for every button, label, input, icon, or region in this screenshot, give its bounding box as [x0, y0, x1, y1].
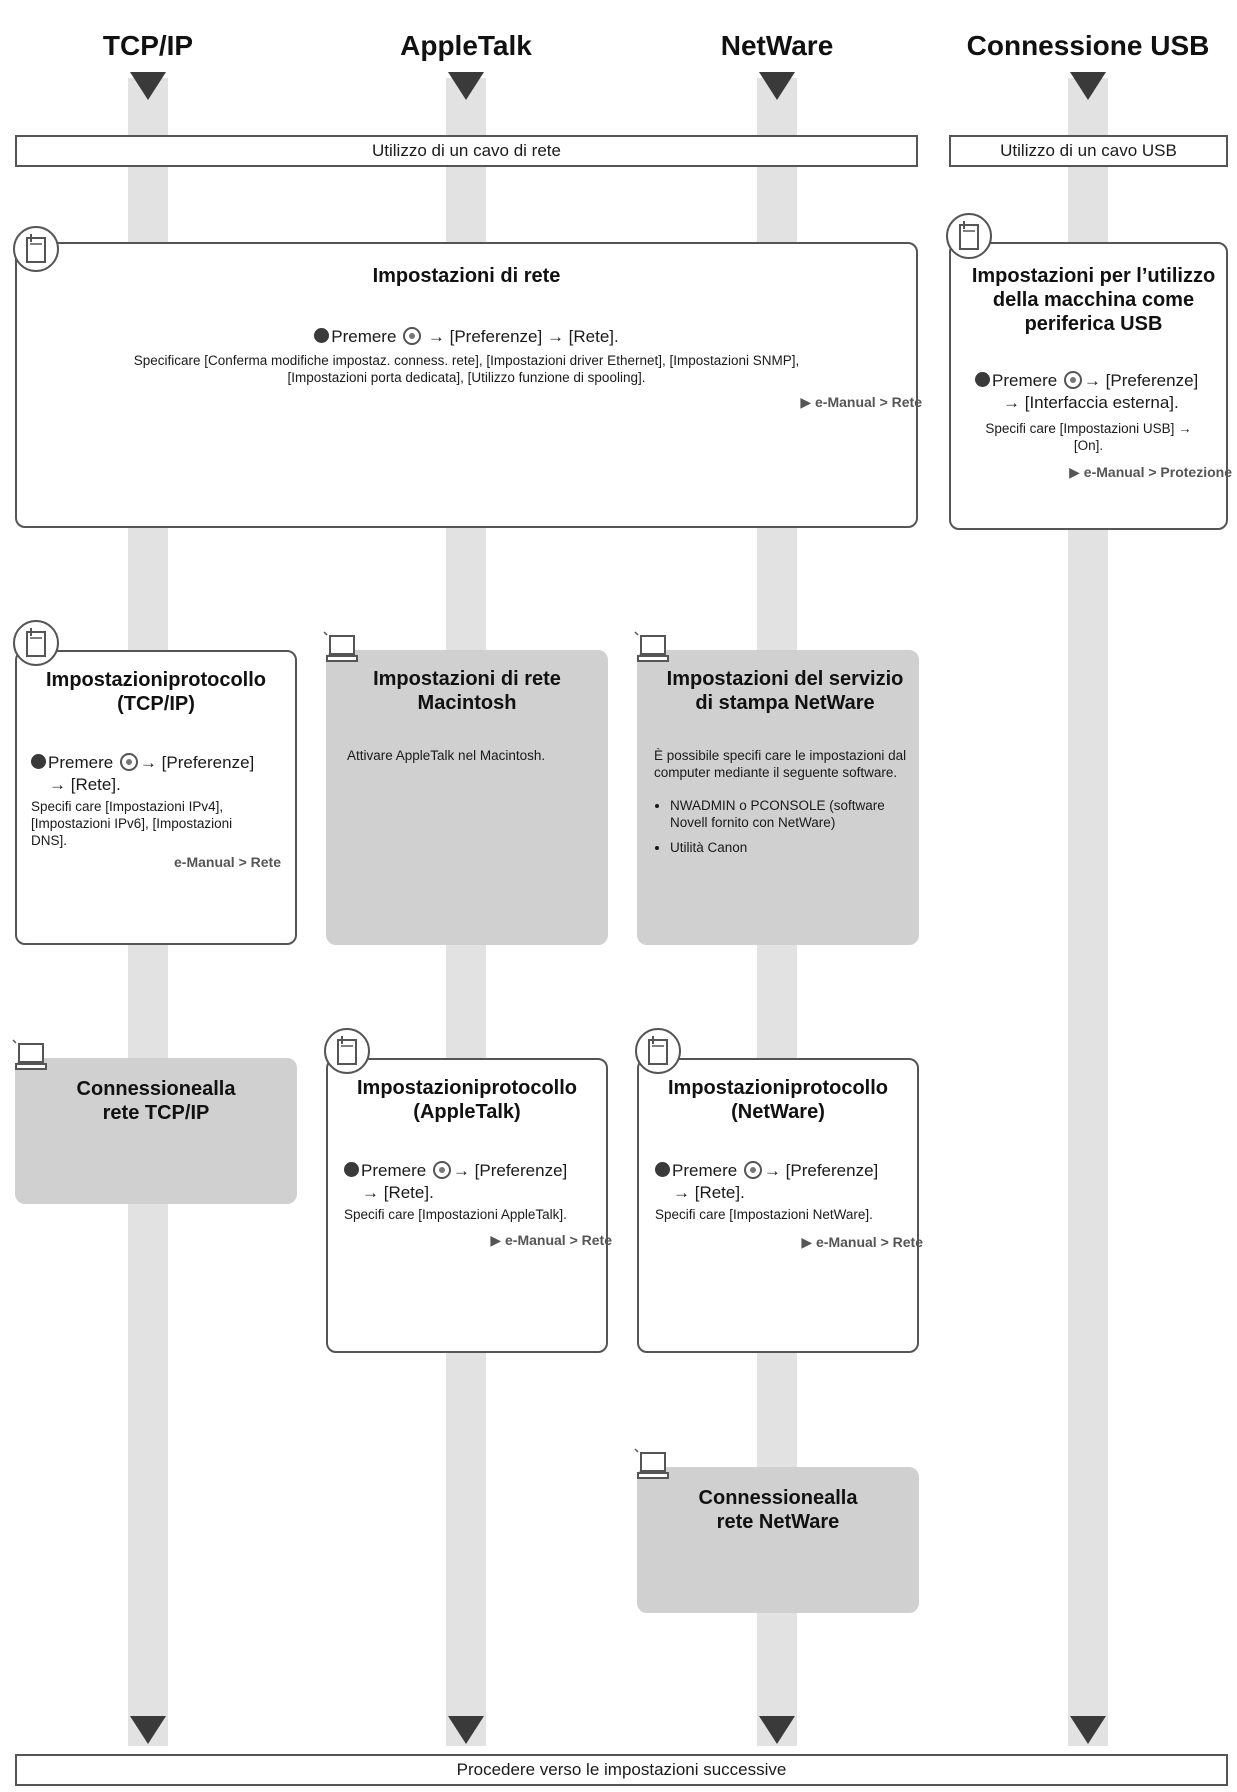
- tcpip-protocol-desc: Specifi care [Impostazioni IPv4], [Impos…: [31, 799, 233, 848]
- arrow-down-icon: [448, 72, 484, 100]
- network-settings-title: Impostazioni di rete: [372, 265, 561, 287]
- netware-service-box: Impostazioni del servizio di stampa NetW…: [637, 650, 919, 945]
- arrow-down-icon: [1070, 1716, 1106, 1744]
- usb-cable-bar: Utilizzo di un cavo USB: [949, 135, 1228, 167]
- netware-service-title: Impostazioni del servizio di stampa NetW…: [666, 668, 904, 714]
- tcpip-connect-title: Connessionealla rete TCP/IP: [76, 1078, 236, 1124]
- computer-icon: [322, 630, 362, 666]
- netware-connect-title: Connessionealla rete NetWare: [698, 1487, 858, 1533]
- arrow-down-icon: [759, 1716, 795, 1744]
- printer-icon: [13, 620, 59, 666]
- mac-settings-desc: Attivare AppleTalk nel Macintosh.: [347, 748, 546, 763]
- bullet-icon: [655, 1162, 670, 1177]
- tcpip-protocol-title: Impostazioniprotocollo (TCP/IP): [46, 669, 266, 715]
- netware-protocol-step: Premere → [Preferenze] → [Rete].: [655, 1160, 913, 1204]
- computer-icon: [633, 630, 673, 666]
- netware-protocol-box: Impostazioniprotocollo (NetWare) Premere…: [637, 1058, 923, 1353]
- netware-protocol-desc: Specifi care [Impostazioni NetWare].: [655, 1207, 873, 1222]
- header-netware: NetWare: [720, 30, 834, 61]
- tcpip-connect-box: Connessionealla rete TCP/IP: [15, 1058, 297, 1204]
- arrow-down-icon: [759, 72, 795, 100]
- appletalk-protocol-title: Impostazioniprotocollo (AppleTalk): [357, 1077, 577, 1123]
- netware-protocol-ref: ▶ e-Manual > Rete: [801, 1234, 923, 1250]
- bullet-icon: [975, 372, 990, 387]
- appletalk-protocol-box: Impostazioniprotocollo (AppleTalk) Preme…: [326, 1058, 612, 1353]
- usb-settings-desc: Specifi care [Impostazioni USB] → [On].: [985, 421, 1192, 453]
- menu-button-icon: [432, 1161, 451, 1179]
- network-settings-box: Impostazioni di rete Premere → [Preferen…: [15, 242, 922, 528]
- mac-settings-box: Impostazioni di rete Macintosh Attivare …: [326, 650, 608, 945]
- arrow-down-icon: [130, 72, 166, 100]
- list-item: NWADMIN o PCONSOLE (software Novell forn…: [670, 797, 910, 831]
- netware-service-list: NWADMIN o PCONSOLE (software Novell forn…: [652, 793, 910, 864]
- usb-settings-box: Impostazioni per l’utilizzo della macchi…: [949, 242, 1232, 530]
- arrow-down-icon: [130, 1716, 166, 1744]
- computer-icon: [633, 1447, 673, 1483]
- printer-icon: [324, 1028, 370, 1074]
- menu-button-icon: [403, 327, 422, 345]
- arrow-down-icon: [1070, 72, 1106, 100]
- tcpip-protocol-step: Premere → [Preferenze] → [Rete].: [31, 752, 291, 796]
- usb-settings-ref: ▶ e-Manual > Protezione: [1069, 464, 1232, 480]
- netware-service-desc: È possibile specifi care le impostazioni…: [654, 748, 907, 780]
- tcpip-protocol-box: Impostazioniprotocollo (TCP/IP) Premere …: [15, 650, 297, 945]
- appletalk-protocol-desc: Specifi care [Impostazioni AppleTalk].: [344, 1207, 567, 1222]
- netware-connect-box: Connessionealla rete NetWare: [637, 1467, 919, 1613]
- header-tcpip: TCP/IP: [102, 30, 194, 61]
- printer-icon: [635, 1028, 681, 1074]
- proceed-label: Procedere verso le impostazioni successi…: [456, 1760, 787, 1779]
- appletalk-protocol-ref: ▶ e-Manual > Rete: [490, 1232, 612, 1248]
- header-usb: Connessione USB: [966, 30, 1210, 61]
- network-settings-ref: ▶ e-Manual > Rete: [800, 394, 922, 410]
- menu-button-icon: [1063, 371, 1082, 389]
- proceed-bar: Procedere verso le impostazioni successi…: [15, 1754, 1228, 1786]
- appletalk-protocol-step: Premere → [Preferenze] → [Rete].: [344, 1160, 602, 1204]
- bullet-icon: [314, 328, 330, 343]
- usb-settings-title: Impostazioni per l’utilizzo della macchi…: [971, 265, 1216, 335]
- printer-icon: [13, 226, 59, 272]
- menu-button-icon: [743, 1161, 762, 1179]
- usb-settings-step: Premere → [Preferenze] → [Interfaccia es…: [975, 370, 1222, 414]
- printer-icon: [946, 213, 992, 259]
- mac-settings-title: Impostazioni di rete Macintosh: [373, 668, 561, 714]
- menu-button-icon: [119, 753, 138, 771]
- tcpip-protocol-ref: e-Manual > Rete: [174, 854, 281, 870]
- network-settings-desc: Specificare [Conferma modifiche impostaz…: [133, 353, 800, 385]
- arrow-down-icon: [448, 1716, 484, 1744]
- network-cable-bar: Utilizzo di un cavo di rete: [15, 135, 918, 167]
- computer-icon: [11, 1038, 51, 1074]
- bullet-icon: [31, 754, 46, 769]
- header-appletalk: AppleTalk: [400, 30, 532, 61]
- network-settings-step: Premere → [Preferenze] → [Rete].: [17, 326, 916, 348]
- netware-protocol-title: Impostazioniprotocollo (NetWare): [668, 1077, 888, 1123]
- bullet-icon: [344, 1162, 359, 1177]
- list-item: Utilità Canon: [670, 839, 910, 856]
- usb-cable-label: Utilizzo di un cavo USB: [1000, 141, 1177, 160]
- network-cable-label: Utilizzo di un cavo di rete: [372, 141, 561, 160]
